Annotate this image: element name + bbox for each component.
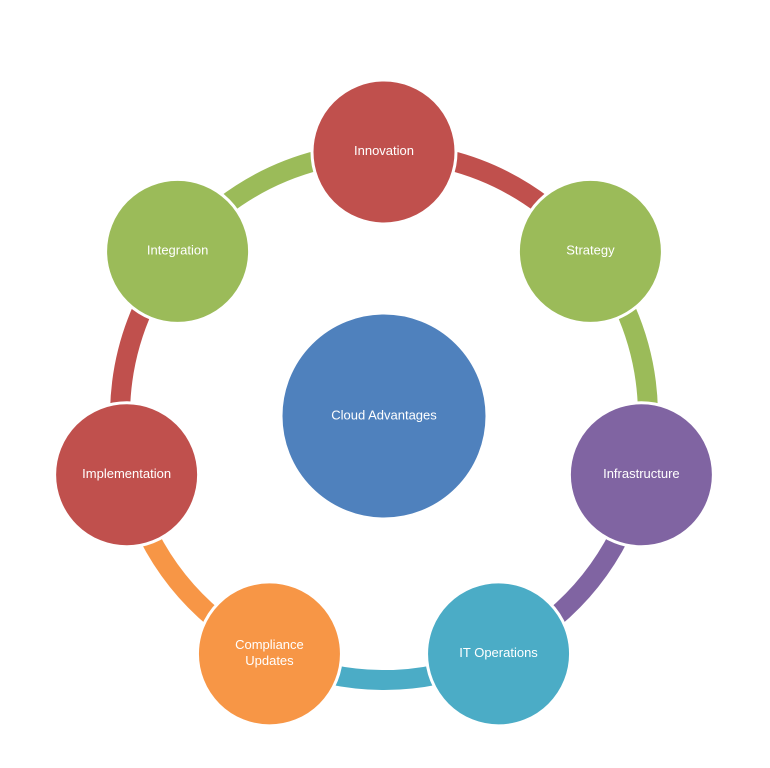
node-circle-compliance-updates: [195, 580, 343, 728]
center-label: Cloud Advantages: [331, 407, 437, 422]
node-label-strategy: Strategy: [566, 243, 615, 258]
node-strategy: Strategy: [516, 177, 664, 325]
node-circle-infrastructure: [567, 401, 715, 549]
node-label-infrastructure: Infrastructure: [603, 466, 680, 481]
node-label-integration: Integration: [147, 243, 208, 258]
node-circle-implementation: [53, 401, 201, 549]
connector-arc-it-operations: [328, 664, 440, 690]
node-label-innovation: Innovation: [354, 143, 414, 158]
node-label-line: Infrastructure: [603, 466, 680, 481]
node-label-it-operations: IT Operations: [459, 645, 538, 660]
node-label-line: Implementation: [82, 466, 171, 481]
node-label-line: Integration: [147, 243, 208, 258]
node-circle-strategy: [516, 177, 664, 325]
center-circle: [279, 311, 489, 521]
node-implementation: Implementation: [53, 401, 201, 549]
connector-arc-strategy: [614, 302, 658, 412]
connector-arc-integration: [217, 150, 323, 215]
node-infrastructure: Infrastructure: [567, 401, 715, 549]
node-circle-innovation: [310, 78, 458, 226]
connector-arc-infrastructure: [546, 530, 629, 627]
node-circle-it-operations: [425, 580, 573, 728]
node-circle-integration: [104, 177, 252, 325]
connector-arc-implementation: [110, 302, 154, 412]
connector-arc-compliance-updates: [139, 530, 222, 627]
node-label-line: Innovation: [354, 143, 414, 158]
node-it-operations: IT Operations: [425, 580, 573, 728]
center-node: Cloud Advantages: [279, 311, 489, 521]
node-integration: Integration: [104, 177, 252, 325]
node-label-line: Compliance: [235, 637, 304, 652]
node-innovation: Innovation: [310, 78, 458, 226]
node-label-implementation: Implementation: [82, 466, 171, 481]
node-label-line: Strategy: [566, 243, 615, 258]
node-label-line: Updates: [245, 653, 294, 668]
connector-arc-innovation: [445, 150, 551, 215]
node-label-line: IT Operations: [459, 645, 538, 660]
